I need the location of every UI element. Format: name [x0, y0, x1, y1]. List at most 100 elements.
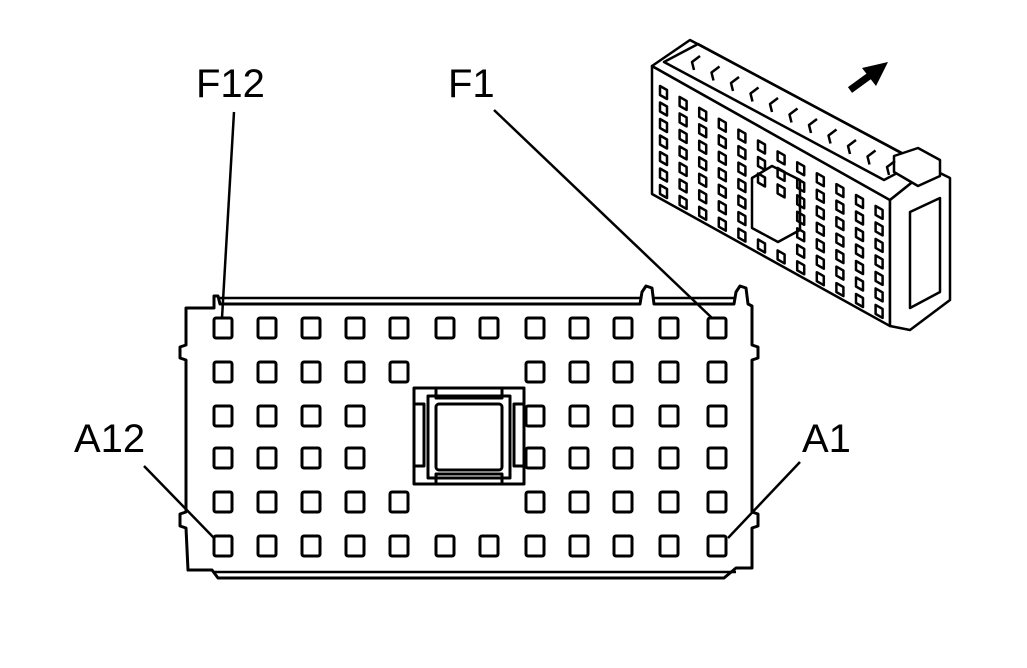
iso-cavity	[737, 177, 747, 194]
iso-cavity	[756, 172, 767, 188]
iso-cavity	[854, 243, 865, 259]
iso-cavity	[658, 101, 669, 117]
iso-cavity	[874, 254, 884, 270]
iso-cavity	[756, 238, 767, 254]
iso-cavity	[737, 144, 747, 161]
iso-cavity	[756, 139, 767, 155]
callout-label-a12: A12	[74, 417, 145, 461]
iso-cavity	[854, 276, 865, 292]
iso-cavity	[874, 270, 884, 287]
pin-cavity	[706, 490, 728, 514]
iso-right-slot	[908, 196, 942, 310]
pin-cavity	[706, 404, 728, 428]
iso-cavity	[678, 178, 688, 194]
key-side-bar-right	[512, 402, 526, 468]
iso-cavity	[717, 199, 728, 216]
pin-cavity	[478, 316, 500, 340]
iso-cavity	[697, 156, 708, 172]
iso-cavity	[776, 166, 786, 183]
pin-cavity	[612, 360, 634, 384]
iso-cavity	[815, 237, 826, 254]
pin-cavity	[256, 404, 278, 428]
pin-cavity	[658, 490, 680, 514]
pin-cavity	[524, 316, 546, 340]
pin-cavity	[388, 316, 410, 340]
iso-cavity	[835, 265, 845, 281]
pin-cavity	[658, 404, 680, 428]
iso-top-slot	[827, 128, 838, 144]
pin-cavity	[612, 446, 634, 470]
iso-cavity	[795, 194, 806, 210]
iso-cavity	[697, 189, 708, 205]
pin-cavity	[706, 446, 728, 470]
pin-cavity	[256, 446, 278, 470]
leader-line-a12	[143, 465, 215, 539]
pin-cavity	[300, 446, 322, 470]
pin-cavity	[568, 446, 590, 470]
iso-cavity	[795, 177, 806, 194]
iso-cavity	[795, 227, 806, 243]
iso-top-slot	[866, 149, 877, 165]
pin-cavity	[658, 446, 680, 470]
iso-cavity	[854, 210, 865, 226]
iso-cavity	[874, 237, 884, 254]
iso-cavity	[815, 204, 826, 221]
iso-cavity	[795, 161, 806, 177]
key-center-square	[434, 402, 504, 472]
pin-cavity	[300, 490, 322, 514]
iso-cavity	[776, 249, 786, 265]
iso-cavity	[835, 248, 845, 265]
iso-top-slot	[807, 118, 818, 134]
leader-line-f12	[220, 111, 236, 319]
pin-cavity	[612, 534, 634, 558]
pin-cavity	[344, 360, 366, 384]
callout-label-f1: F1	[448, 62, 495, 106]
pin-cavity	[568, 360, 590, 384]
pin-cavity	[612, 404, 634, 428]
iso-top-slot	[768, 97, 779, 113]
pin-cavity-grid	[212, 316, 728, 558]
pin-cavity	[344, 316, 366, 340]
iso-cavity	[658, 167, 669, 183]
iso-top-slot	[749, 86, 760, 102]
pin-cavity	[388, 490, 410, 514]
iso-cavity	[815, 270, 826, 287]
pin-cavity	[388, 360, 410, 384]
connector-housing-outline	[178, 284, 760, 580]
pin-cavity	[344, 446, 366, 470]
pin-cavity	[212, 360, 234, 384]
pin-cavity	[706, 534, 728, 558]
iso-cavity	[717, 150, 728, 166]
pin-cavity	[524, 534, 546, 558]
iso-cavity	[678, 95, 688, 112]
pin-cavity	[212, 446, 234, 470]
iso-cavity	[815, 254, 826, 270]
pin-cavity	[434, 534, 456, 558]
pin-cavity	[256, 490, 278, 514]
iso-cavity	[756, 155, 767, 172]
pin-cavity	[706, 360, 728, 384]
pin-cavity	[568, 404, 590, 428]
pin-cavity	[612, 490, 634, 514]
pin-cavity	[300, 534, 322, 558]
iso-top-slot	[690, 55, 701, 71]
iso-cavity	[737, 194, 747, 210]
pin-cavity	[256, 534, 278, 558]
iso-cavity	[874, 221, 884, 237]
pin-cavity	[524, 446, 546, 470]
iso-cavity	[717, 166, 728, 183]
leader-line-f1	[493, 109, 713, 319]
iso-cavity	[854, 193, 865, 210]
iso-cavity	[658, 117, 669, 134]
iso-cavity	[737, 128, 747, 144]
pin-cavity	[212, 534, 234, 558]
iso-cavity	[717, 183, 728, 199]
arrow-up-right-icon	[847, 62, 888, 93]
iso-cavity	[815, 221, 826, 237]
iso-cavity	[737, 210, 747, 227]
pin-cavity	[478, 534, 500, 558]
pin-cavity	[658, 316, 680, 340]
callout-label-a1: A1	[802, 417, 851, 461]
pin-cavity	[212, 316, 234, 340]
